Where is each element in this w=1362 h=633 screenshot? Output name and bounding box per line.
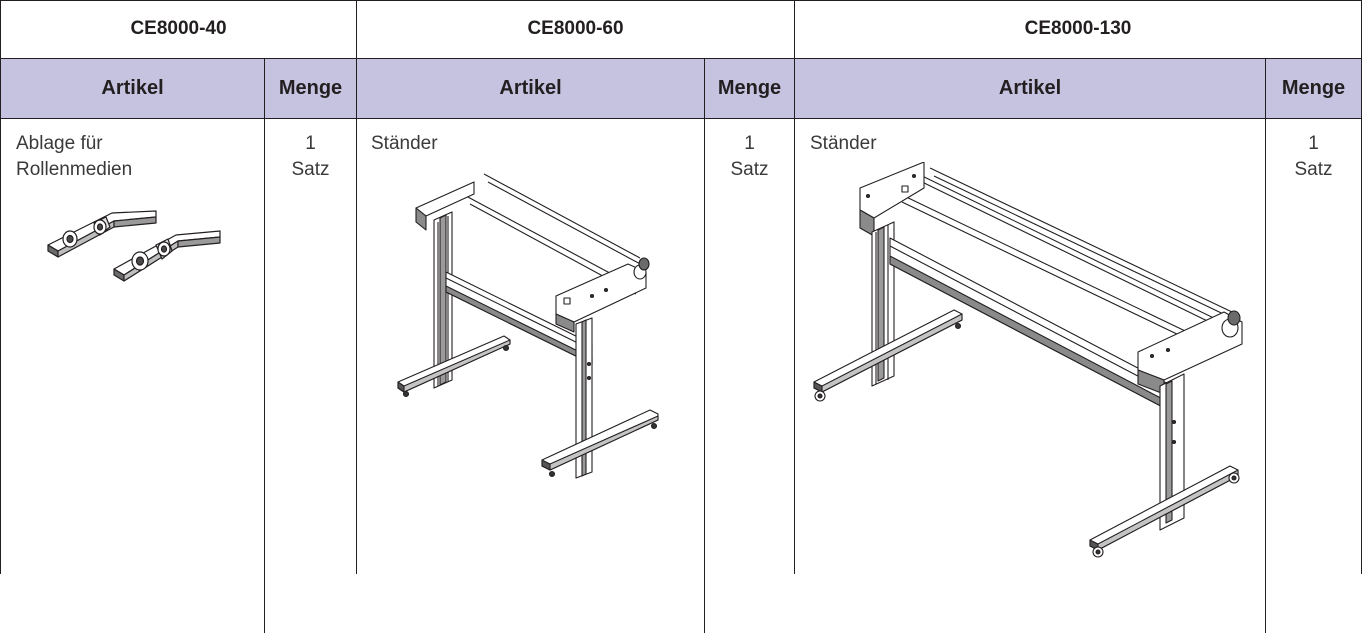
holder-left-icon — [48, 211, 156, 257]
roll-media-holder-illustration — [44, 205, 230, 285]
header-divider — [0, 58, 1362, 59]
column-header-item: Artikel — [357, 59, 704, 118]
column-header-qty: Menge — [705, 59, 794, 118]
item-name-line: Rollenmedien — [16, 159, 133, 180]
holder-right-icon — [114, 231, 220, 281]
subheader-divider — [0, 118, 1362, 119]
item-name: Ständer — [371, 131, 438, 157]
column-header-item: Artikel — [1, 59, 264, 118]
col-divider-3 — [1265, 59, 1266, 633]
item-quantity: 1 Satz — [1266, 131, 1361, 183]
left-border — [0, 0, 1, 574]
table-top-border — [0, 0, 1362, 1]
quantity-value: 1 — [305, 133, 316, 154]
quantity-value: 1 — [1308, 133, 1319, 154]
col-divider-1 — [264, 59, 265, 633]
column-header-qty: Menge — [265, 59, 356, 118]
model-header-ce8000-40: CE8000-40 — [130, 18, 227, 39]
item-name: Ablage für Rollenmedien — [16, 131, 132, 183]
group-divider-2 — [794, 0, 795, 574]
stand-130-illustration — [804, 162, 1252, 560]
model-header-ce8000-60: CE8000-60 — [527, 18, 624, 39]
model-header-ce8000-130: CE8000-130 — [1024, 18, 1132, 39]
column-header-item: Artikel — [795, 59, 1265, 118]
item-name-line: Ablage für — [16, 133, 103, 154]
quantity-value: 1 — [744, 133, 755, 154]
item-name-line: Ständer — [810, 133, 877, 154]
quantity-unit: Satz — [291, 159, 330, 180]
item-name: Ständer — [810, 131, 877, 157]
stand-60-illustration — [396, 168, 666, 488]
group-divider-1 — [356, 0, 357, 574]
item-name-line: Ständer — [371, 133, 438, 154]
column-header-qty: Menge — [1266, 59, 1361, 118]
col-divider-2 — [704, 59, 705, 633]
quantity-unit: Satz — [1294, 159, 1333, 180]
item-quantity: 1 Satz — [705, 131, 794, 183]
item-quantity: 1 Satz — [265, 131, 356, 183]
quantity-unit: Satz — [730, 159, 769, 180]
